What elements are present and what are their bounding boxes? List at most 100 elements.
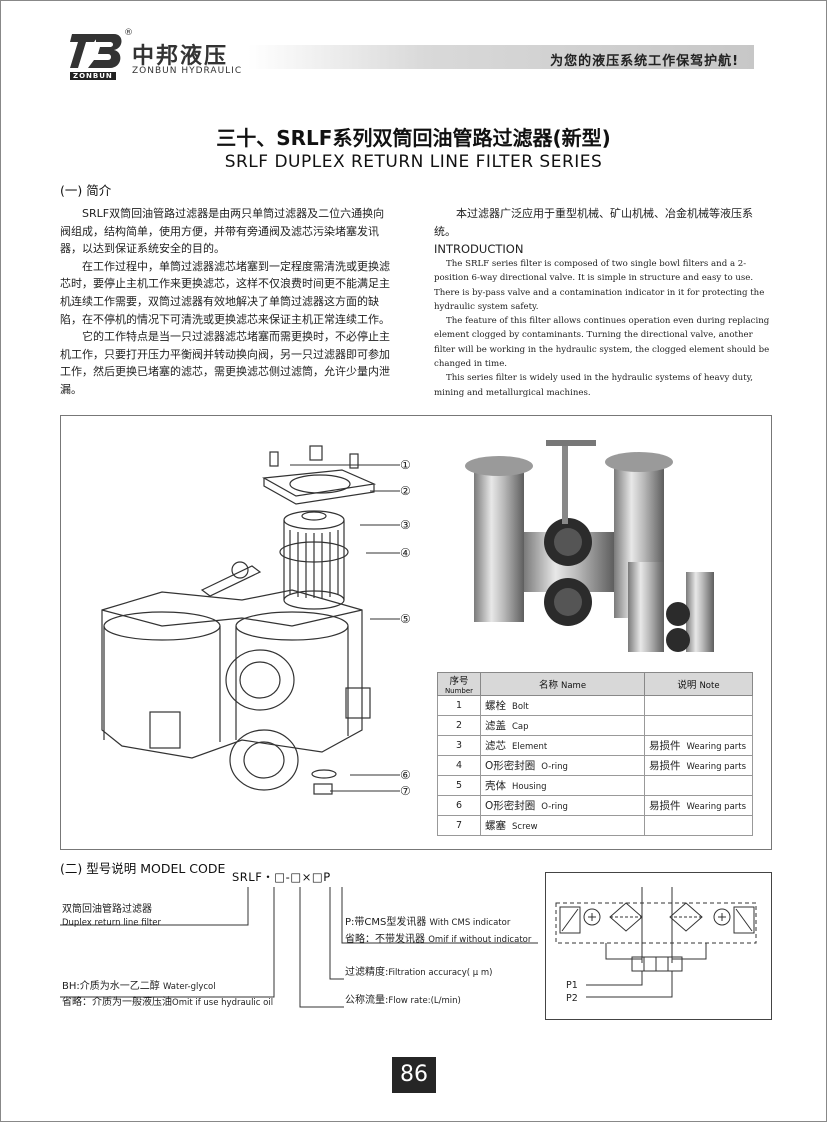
label-accuracy-cn: 过滤精度: (345, 967, 389, 978)
cell-name-en: Housing (512, 782, 547, 792)
label-bh-en: Water-glycol (162, 982, 216, 992)
cell-note-cn: 易损件 (649, 760, 681, 772)
cell-name-cn: 螺塞 (485, 820, 506, 832)
callout-2: ② (400, 484, 411, 498)
cell-number: 4 (437, 755, 481, 776)
label-omit-cn: 省略：介质为一般液压油 (62, 997, 172, 1008)
label-p-omit-cn: 省略：不带发讯器 (345, 934, 425, 945)
cell-name-cn: 螺栓 (485, 700, 506, 712)
header-number-cn: 序号 (449, 676, 469, 687)
parts-table: 序号 Number 名称 Name 说明 Note 1 螺栓 Bolt 2 滤盖 Cap 3… (437, 672, 753, 836)
brand-name-cn: 中邦液压 (132, 44, 229, 69)
label-p-indicator: P:带CMS型发讯器 With CMS indicator (345, 913, 510, 928)
label-flow: 公称流量:Flow rate:(L/min) (345, 991, 461, 1006)
cell-name-en: Screw (512, 822, 538, 832)
zonbun-logo-icon (70, 34, 122, 68)
cell-note (644, 715, 753, 736)
slogan: 为您的液压系统工作保驾护航! (550, 54, 739, 69)
cell-name: 滤芯 Element (480, 735, 645, 756)
header-name-cn: 名称 (538, 680, 558, 691)
label-omit-medium: 省略：介质为一般液压油Omit if use hydraulic oil (62, 993, 273, 1008)
cell-note: 易损件 Wearing parts (644, 755, 753, 776)
model-code-heading: (二) 型号说明 MODEL CODE (60, 861, 226, 876)
cell-name-cn: 滤盖 (485, 720, 506, 732)
cell-number: 6 (437, 795, 481, 816)
cell-name: 螺栓 Bolt (480, 695, 645, 716)
label-bh: BH:介质为水一乙二醇 Water-glycol (62, 977, 216, 992)
label-p-omit: 省略：不带发讯器 Omif if without indicator (345, 930, 531, 945)
page-title-cn: 三十、SRLF系列双筒回油管路过滤器(新型) (216, 126, 611, 150)
model-code-string: SRLF・□-□×□P (232, 870, 331, 884)
registered-mark: ® (124, 28, 133, 38)
port-p2: P2 (566, 993, 578, 1004)
intro-paragraph: The feature of this filter allows contin… (434, 316, 770, 370)
cell-note-cn: 易损件 (649, 800, 681, 812)
cell-number: 5 (437, 775, 481, 796)
table-row: 1 螺栓 Bolt (437, 695, 753, 716)
callout-1: ① (400, 458, 411, 472)
table-row: 7 螺塞 Screw (437, 815, 753, 836)
cell-name-cn: 壳体 (485, 780, 506, 792)
cell-name-cn: 滤芯 (485, 740, 506, 752)
intro-paragraph: 它的工作特点是当一只过滤器滤芯堵塞而需更换时，不必停止主机工作，只要打开压力平衡… (60, 330, 390, 396)
drawing-panel (60, 415, 772, 850)
cell-number: 3 (437, 735, 481, 756)
intro-paragraph: The SRLF series filter is composed of tw… (434, 259, 765, 312)
cell-note (644, 775, 753, 796)
callout-4: ④ (400, 546, 411, 560)
header-name-en: Name (560, 681, 587, 691)
cell-name-en: Cap (512, 722, 529, 732)
page-number: 86 (392, 1057, 436, 1093)
label-p-omit-en: Omif if without indicator (428, 935, 532, 945)
label-accuracy-en: Filtration accuracy( μ m) (388, 968, 493, 978)
header-number-en: Number (444, 687, 474, 695)
label-p-cn: P:带CMS型发讯器 (345, 917, 427, 928)
cell-name: 滤盖 Cap (480, 715, 645, 736)
cell-number: 1 (437, 695, 481, 716)
cell-note: 易损件 Wearing parts (644, 795, 753, 816)
intro-heading: (一) 简介 (60, 183, 112, 198)
hydraulic-symbol-diagram (555, 887, 757, 998)
brand-short: ZONBUN (70, 72, 116, 80)
cell-name: 壳体 Housing (480, 775, 645, 796)
cell-name-en: O-ring (541, 762, 568, 772)
hydraulic-schematic (545, 872, 772, 1020)
port-p1: P1 (566, 980, 578, 991)
callout-leader-lines (290, 464, 400, 792)
cell-name-en: Element (512, 742, 548, 752)
intro-en-heading: INTRODUCTION (434, 242, 524, 256)
brand-name-en: ZONBUN HYDRAULIC (132, 66, 243, 76)
cell-name-en: Bolt (512, 702, 529, 712)
cell-number: 7 (437, 815, 481, 836)
table-row: 2 滤盖 Cap (437, 715, 753, 736)
cell-name-en: O-ring (541, 802, 568, 812)
callout-5: ⑤ (400, 612, 411, 626)
intro-text-cn: SRLF双筒回油管路过滤器是由两只单筒过滤器及二位六通换向阀组成，结构简单，使用… (60, 205, 392, 399)
page-title-en: SRLF DUPLEX RETURN LINE FILTER SERIES (224, 152, 603, 172)
label-product-en: Duplex return line filter (62, 918, 162, 928)
cell-name: 螺塞 Screw (480, 815, 645, 836)
cell-note-en: Wearing parts (686, 762, 747, 772)
label-product-cn: 双筒回油管路过滤器 (62, 904, 152, 915)
label-p-en: With CMS indicator (429, 918, 511, 928)
cell-note-cn: 易损件 (649, 740, 681, 752)
label-flow-en: Flow rate:(L/min) (388, 996, 461, 1006)
cell-name-cn: O形密封圈 (485, 760, 536, 772)
table-row: 5 壳体 Housing (437, 775, 753, 796)
table-header-row: 序号 Number 名称 Name 说明 Note (437, 672, 753, 696)
cell-note (644, 695, 753, 716)
label-accuracy: 过滤精度:Filtration accuracy( μ m) (345, 963, 492, 978)
header-note-en: Note (699, 681, 720, 691)
label-omit-en: Omit if use hydraulic oil (172, 998, 274, 1008)
cell-note-en: Wearing parts (686, 802, 747, 812)
callout-3: ③ (400, 518, 411, 532)
cell-number: 2 (437, 715, 481, 736)
intro-paragraph: 本过滤器广泛应用于重型机械、矿山机械、冶金机械等液压系统。 (434, 207, 753, 238)
intro-application-cn: 本过滤器广泛应用于重型机械、矿山机械、冶金机械等液压系统。 (434, 205, 770, 240)
label-bh-cn: BH:介质为水一乙二醇 (62, 981, 160, 992)
callout-7: ⑦ (400, 784, 411, 798)
